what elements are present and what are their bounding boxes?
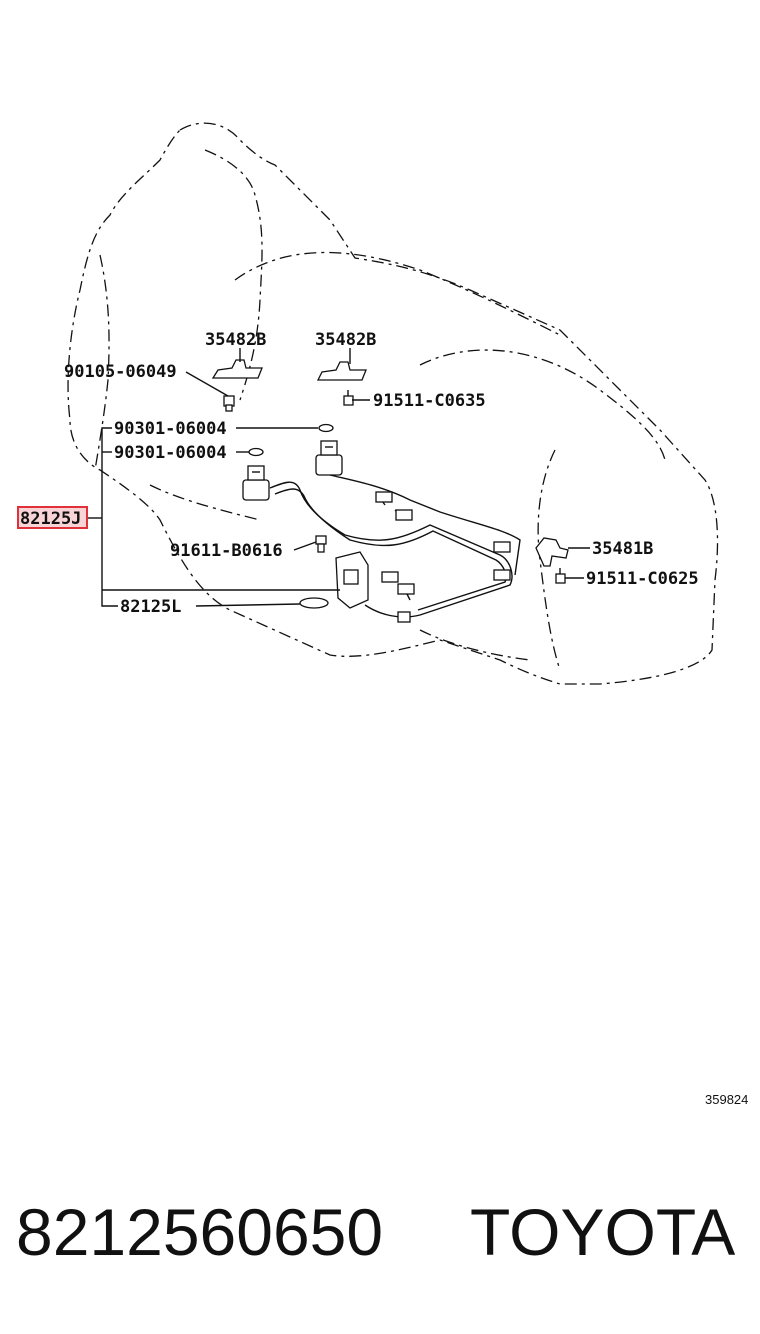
gasket-82125l-icon <box>299 597 329 609</box>
bolt-91511-c0635-icon <box>343 390 354 406</box>
transmission-outline <box>67 122 719 685</box>
leader-lines <box>88 348 590 607</box>
label-90105-06049: 90105-06049 <box>64 362 177 382</box>
bracket-35482b-right <box>316 361 367 381</box>
label-90301-06004-a: 90301-06004 <box>114 419 227 439</box>
gasket-1-icon <box>318 423 334 433</box>
connector-d <box>493 569 511 581</box>
connector-b <box>395 509 413 521</box>
part-number: 8212560650 <box>16 1195 383 1269</box>
label-90301-06004-b: 90301-06004 <box>114 443 227 463</box>
connector-a <box>375 491 393 503</box>
connector-e <box>381 571 399 583</box>
connector-c <box>493 541 511 553</box>
bracket-35481b <box>535 537 569 567</box>
label-91511-c0625: 91511-C0625 <box>586 569 699 589</box>
label-91511-c0635: 91511-C0635 <box>373 391 486 411</box>
speed-sensor-right <box>315 440 343 476</box>
brand-name: TOYOTA <box>470 1195 735 1269</box>
label-91611-b0616: 91611-B0616 <box>170 541 283 561</box>
bolt-91611-icon <box>315 535 327 553</box>
connector-f <box>397 583 415 595</box>
bracket-35482b-left <box>211 359 263 379</box>
label-82125l: 82125L <box>120 597 181 617</box>
bolt-91511-c0625-icon <box>555 568 566 584</box>
bolt-90105-icon <box>223 395 235 412</box>
speed-sensor-left <box>242 465 270 501</box>
neutral-switch <box>335 551 369 609</box>
highlight-box <box>17 506 88 529</box>
label-35482b-right: 35482B <box>315 330 376 350</box>
label-82125j[interactable]: 82125J <box>20 509 81 529</box>
label-35481b: 35481B <box>592 539 653 559</box>
gasket-2-icon <box>248 447 264 457</box>
wiring-harness <box>269 474 521 623</box>
diagram-number: 359824 <box>705 1092 748 1107</box>
label-35482b-left: 35482B <box>205 330 266 350</box>
connector-g <box>397 611 411 623</box>
